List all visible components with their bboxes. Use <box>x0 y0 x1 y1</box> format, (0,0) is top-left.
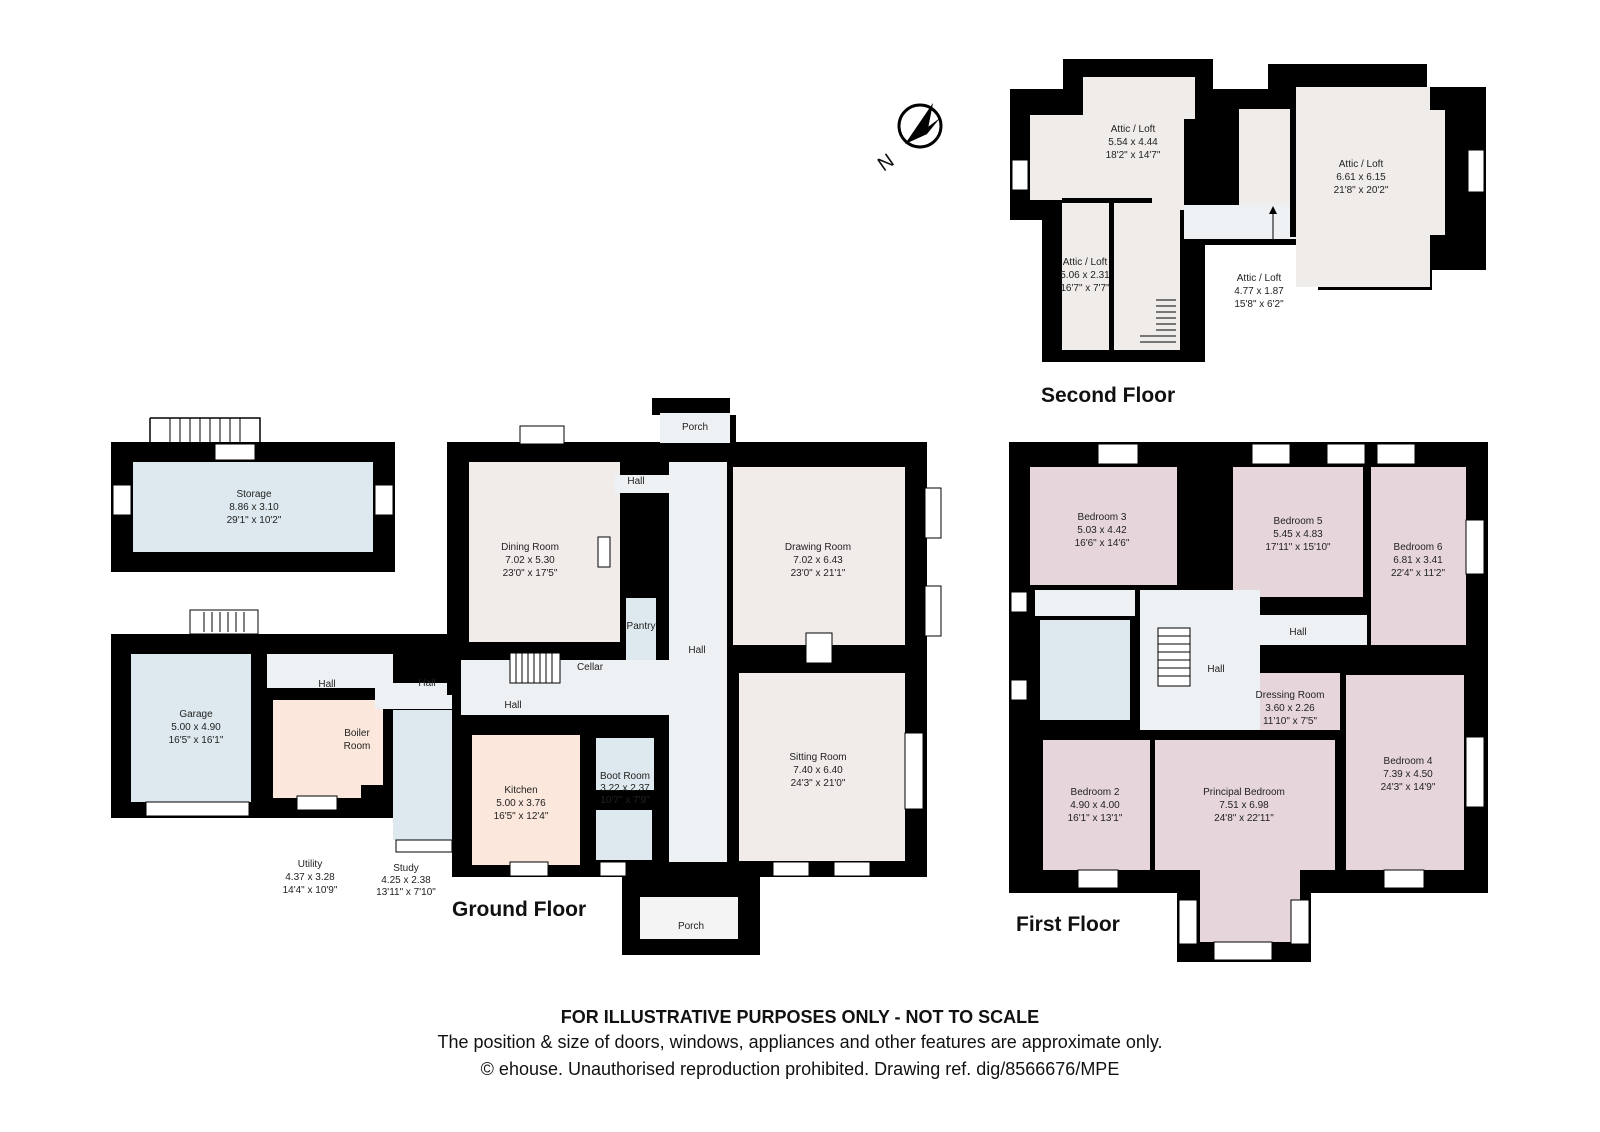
garage-imperial: 16'5" x 16'1" <box>169 735 224 746</box>
utility-metric: 4.37 x 3.28 <box>285 872 335 883</box>
first-floor-plan <box>1009 442 1488 962</box>
kitchen-metric: 5.00 x 3.76 <box>496 798 546 809</box>
approximation-note: The position & size of doors, windows, a… <box>437 1032 1163 1052</box>
drawing-room-imperial: 23'0" x 21'1" <box>791 568 846 579</box>
study-name: Study <box>393 863 419 874</box>
bedroom-5-name: Bedroom 5 <box>1274 516 1323 527</box>
principal-bedroom-imperial: 24'8" x 22'11" <box>1214 813 1274 824</box>
attic-loft-2-imperial: 21'8" x 20'2" <box>1334 185 1389 196</box>
attic-loft-1-metric: 5.54 x 4.44 <box>1108 137 1158 148</box>
copyright-note: © ehouse. Unauthorised reproduction proh… <box>480 1059 1120 1079</box>
porch-bottom-label: Porch <box>678 921 704 932</box>
bedroom-4-imperial: 24'3" x 14'9" <box>1381 782 1436 793</box>
second-floor-plan <box>1010 59 1486 362</box>
boot-room-imperial: 10'7" x 7'9" <box>600 795 650 806</box>
drawing-room-name: Drawing Room <box>785 542 851 553</box>
study-metric: 4.25 x 2.38 <box>381 875 431 886</box>
bedroom-4-name: Bedroom 4 <box>1384 756 1433 767</box>
dressing-room-imperial: 11'10" x 7'5" <box>1263 716 1318 727</box>
dining-room-imperial: 23'0" x 17'5" <box>503 568 558 579</box>
storage-name: Storage <box>236 489 271 500</box>
storage-imperial: 29'1" x 10'2" <box>227 515 282 526</box>
sitting-room-imperial: 24'3" x 21'0" <box>791 778 846 789</box>
dining-room-name: Dining Room <box>501 542 559 553</box>
principal-bedroom-name: Principal Bedroom <box>1203 787 1285 798</box>
bedroom-2-name: Bedroom 2 <box>1071 787 1120 798</box>
drawing-room-metric: 7.02 x 6.43 <box>793 555 843 566</box>
principal-bedroom-metric: 7.51 x 6.98 <box>1219 800 1269 811</box>
bedroom-6-name: Bedroom 6 <box>1394 542 1443 553</box>
boiler-room-line1: Boiler <box>344 728 370 739</box>
attic-loft-2-name: Attic / Loft <box>1339 159 1384 170</box>
storage-metric: 8.86 x 3.10 <box>229 502 279 513</box>
kitchen-imperial: 16'5" x 12'4" <box>494 811 549 822</box>
boiler-room-line2: Room <box>344 741 371 752</box>
second-floor-title: Second Floor <box>1041 384 1175 407</box>
sitting-room-metric: 7.40 x 6.40 <box>793 765 843 776</box>
bedroom-5-imperial: 17'11" x 15'10" <box>1265 542 1331 553</box>
porch-top-label: Porch <box>682 422 708 433</box>
bedroom-4-metric: 7.39 x 4.50 <box>1383 769 1433 780</box>
attic-loft-2-metric: 6.61 x 6.15 <box>1336 172 1386 183</box>
ground-floor-title: Ground Floor <box>452 898 586 921</box>
north-arrow-icon <box>897 103 943 149</box>
attic-loft-1-name: Attic / Loft <box>1111 124 1156 135</box>
attic-loft-4-metric: 4.77 x 1.87 <box>1234 286 1284 297</box>
pantry-label: Pantry <box>627 621 656 632</box>
bedroom-3-metric: 5.03 x 4.42 <box>1077 525 1127 536</box>
boot-room-name: Boot Room <box>600 771 650 782</box>
attic-loft-4-name: Attic / Loft <box>1237 273 1282 284</box>
dining-room-metric: 7.02 x 5.30 <box>505 555 555 566</box>
bedroom-3-name: Bedroom 3 <box>1078 512 1127 523</box>
attic-loft-3-metric: 5.06 x 2.31 <box>1060 270 1110 281</box>
bedroom-6-imperial: 22'4" x 11'2" <box>1391 568 1446 579</box>
hall-lower-label: Hall <box>504 700 521 711</box>
bedroom-2-metric: 4.90 x 4.00 <box>1070 800 1120 811</box>
hall-top-label: Hall <box>627 476 644 487</box>
kitchen-name: Kitchen <box>504 785 537 796</box>
utility-imperial: 14'4" x 10'9" <box>283 885 338 896</box>
bedroom-6-metric: 6.81 x 3.41 <box>1393 555 1443 566</box>
cellar-label: Cellar <box>577 662 604 673</box>
first-floor-hall-label: Hall <box>1207 664 1224 675</box>
garage-metric: 5.00 x 4.90 <box>171 722 221 733</box>
attic-loft-3-imperial: 16'7" x 7'7" <box>1060 283 1110 294</box>
compass-north-label: N <box>874 150 898 176</box>
footer: FOR ILLUSTRATIVE PURPOSES ONLY - NOT TO … <box>0 1005 1600 1083</box>
hall-mid-label: Hall <box>418 678 435 689</box>
ground-floor-plan <box>111 398 942 955</box>
hall-main-label: Hall <box>688 645 705 656</box>
utility-name: Utility <box>298 859 322 870</box>
attic-loft-4-imperial: 15'8" x 6'2" <box>1234 299 1284 310</box>
first-floor-hall-right-label: Hall <box>1289 627 1306 638</box>
hall-left-label: Hall <box>318 679 335 690</box>
bedroom-2-imperial: 16'1" x 13'1" <box>1068 813 1123 824</box>
bedroom-5-metric: 5.45 x 4.83 <box>1273 529 1323 540</box>
boot-room-metric: 3.22 x 2.37 <box>600 783 650 794</box>
bedroom-3-imperial: 16'6" x 14'6" <box>1075 538 1130 549</box>
sitting-room-name: Sitting Room <box>789 752 846 763</box>
garage-name: Garage <box>179 709 213 720</box>
dressing-room-name: Dressing Room <box>1256 690 1325 701</box>
dressing-room-metric: 3.60 x 2.26 <box>1265 703 1315 714</box>
attic-loft-3-name: Attic / Loft <box>1063 257 1108 268</box>
attic-loft-1-imperial: 18'2" x 14'7" <box>1106 150 1161 161</box>
study-imperial: 13'11" x 7'10" <box>376 887 436 898</box>
disclaimer: FOR ILLUSTRATIVE PURPOSES ONLY - NOT TO … <box>560 1007 1040 1027</box>
first-floor-title: First Floor <box>1016 913 1120 936</box>
